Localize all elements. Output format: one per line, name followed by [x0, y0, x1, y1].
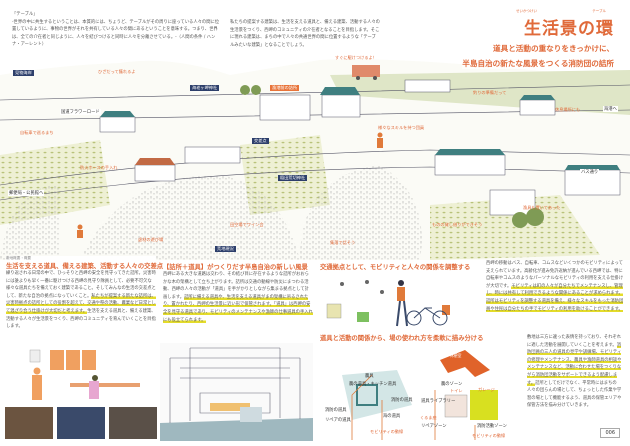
interior-perspective	[160, 343, 313, 441]
body-text: 詰所としてだけでなく、平常時にはまちの人々の団らんの場として、ちょっとした作業や…	[527, 380, 622, 409]
site-illustration	[0, 59, 630, 260]
body-text: 生活を支える道具と、備える建築、活動する人々が生活景をつくり、西岬のコミュニティ…	[6, 308, 156, 330]
section-4-body: 敷地は三方に違った表情を持っており、それぞれに適した活動を展開していくことを考え…	[527, 334, 624, 410]
section-heading: 生活を支える道具、備える建築、活動する人々の交差点	[6, 263, 164, 270]
plan-label: リペアの道具	[325, 418, 351, 423]
label-yubin: 郵便局・公民館へ	[8, 190, 45, 196]
plan-label: ガレージ	[478, 387, 495, 392]
plan-label: 消防活動ゾーン	[477, 424, 507, 429]
body-text: 繰り返される日常の中で、ひっそりと西岬の安全を見守ってきた詰所。災害時には誰より…	[6, 271, 156, 299]
plan-label: 農の道具・キッチン道具	[349, 382, 397, 387]
fire-truck	[352, 65, 380, 80]
label-kaiko: 海港へ	[603, 106, 618, 112]
label-gyoko: 漁港前の詰所	[270, 85, 300, 91]
plan-label: モビリティの動線	[370, 429, 404, 434]
plan-diagram-2: 休憩室 農のゾーン トイレ ガレージ 道具ライブラリー くるま座 リペアゾーン …	[420, 345, 520, 442]
mobility-illustration	[326, 280, 450, 327]
plan-label: 農のゾーン	[441, 382, 463, 387]
highlight-text: 消防団員の三人の道具の見学や訓練場、モビリティの修理やメンテナンス、農具や漁師道…	[527, 342, 622, 386]
label-bus: バス通り	[580, 169, 600, 175]
statement: 私たちの提案する建築は、生活を支える道具と、備える建築、活動する人々の生活景をつ…	[230, 20, 380, 48]
label-shuraku: 集落で話そう	[330, 240, 356, 245]
title-block: せいかつけい テーブル	[504, 6, 614, 46]
label-hiza: ひざだって獲れるよ	[98, 69, 136, 74]
label-hose: 防火ホースの手入れ	[80, 165, 118, 170]
section-4-heading: 道具と活動の関係から、場の使われ方を柔軟に描み分ける	[320, 335, 484, 342]
section-body: 西岬にある大きな道路は交わり、その結び目に存在するような詰所がおおらかな木の架構…	[163, 271, 313, 324]
label-asobi: 虚材の遊び場	[138, 237, 164, 242]
plan-diagram-1: 農具 農の道具・キッチン道具 消防の道具 消防の道具 リペアの道具 海の道具 モ…	[322, 345, 417, 442]
label-jitensha: 自転車で巡るまち	[20, 130, 54, 135]
title-ruby-left: せいかつけい	[516, 9, 537, 13]
section-caption: 敷地概要・概要	[6, 256, 32, 260]
plan-label: モビリティの動線	[472, 433, 506, 438]
quote-text: -世界の中に共生するということは、本質的には、ちょうど、テーブルがその周りに座っ…	[12, 19, 220, 48]
page-title: 生活景の環	[524, 19, 614, 39]
label-kosaten: 交差点	[252, 138, 269, 144]
plan-label: 休憩室	[450, 353, 462, 358]
label-sugu: すぐに駆けつけるよ！	[335, 55, 377, 60]
photo-equipment	[109, 407, 157, 439]
section-3-heading: 交通拠点として、モビリティと人々の関係を調整する	[320, 264, 471, 271]
plan-label: トイレ	[450, 388, 463, 393]
section-body: 繰り返される日常の中で、ひっそりと西岬の安全を見守ってきた詰所。災害時には誰より…	[6, 270, 156, 331]
plan-label: 道具ライブラリー	[421, 399, 456, 404]
label-arechi: 荒地現況	[215, 246, 236, 252]
plan-label: 農具	[365, 374, 374, 379]
label-flower: 国道フラワーロード	[60, 109, 101, 115]
highlight-text: 詰所に備える道具や、生活を支える道具がまの架構に吊るされたり、置かれたり、西岬の…	[163, 294, 313, 323]
page-number: 006	[600, 428, 620, 438]
label-tsuri: 釣りの準備だって	[473, 90, 507, 95]
section-2: 【詰所＋道具】がつくりだす半島自治の新しい風景 西岬にある大きな道路は交わり、そ…	[163, 262, 313, 325]
plan-label: リペアゾーン	[421, 424, 447, 429]
section-heading: 【詰所＋道具】がつくりだす半島自治の新しい風景	[163, 264, 308, 271]
label-ebigasaki: 海老ヶ岬神社	[190, 85, 220, 91]
plan-label: 消防の道具	[391, 398, 413, 403]
label-skill: 様々なスキルを持つ団員	[378, 125, 425, 130]
section-3-body: 西岬の移動はバス、自転車、コムスなどいくつかのモビリティによって支えられています…	[486, 260, 624, 314]
label-kashikari: ものの貸し借りができそう	[432, 222, 483, 227]
label-kyusoku: 休息場所にも	[555, 107, 581, 112]
title-ruby-right: テーブル	[592, 9, 606, 13]
label-wine: 田空場でワイン会	[230, 222, 264, 227]
quote-block: 「テーブル」 -世界の中に共生するということは、本質的には、ちょうど、テーブルが…	[12, 11, 222, 49]
photo-uniforms	[57, 407, 105, 439]
plan-label: 消防の道具	[325, 408, 347, 413]
photo-shelves	[5, 407, 53, 439]
body-text: 西岬の移動はバス、自転車、コムスなどいくつかのモビリティによって支えられています…	[486, 261, 624, 289]
section-1: 敷地概要・概要 生活を支える道具、備える建築、活動する人々の交差点 繰り返される…	[6, 256, 164, 331]
label-kenbutsu: 見物海岸	[13, 70, 34, 76]
body-text: 西岬にある大きな道路は交わり、その結び目に存在するような詰所がおおらかな木の架構…	[163, 272, 309, 300]
label-gyogu: 漁具も置いてあった	[523, 205, 561, 210]
subtitle-line1: 道具と活動の重なりをきっかけに、	[493, 44, 614, 53]
quote-title: 「テーブル」	[12, 12, 38, 17]
plan-label: くるま座	[420, 415, 437, 420]
subtitle-line2: 半島自治の新たな風景をつくる消防団の詰所	[462, 58, 614, 69]
label-inada: 稲田荒切神社	[278, 175, 308, 181]
tools-illustration	[29, 349, 140, 400]
body-text: 敷地は三方に違った表情を持っており、それぞれに適した活動を展開していくことを考え…	[527, 335, 622, 348]
plan-label: 海の道具	[383, 414, 401, 419]
